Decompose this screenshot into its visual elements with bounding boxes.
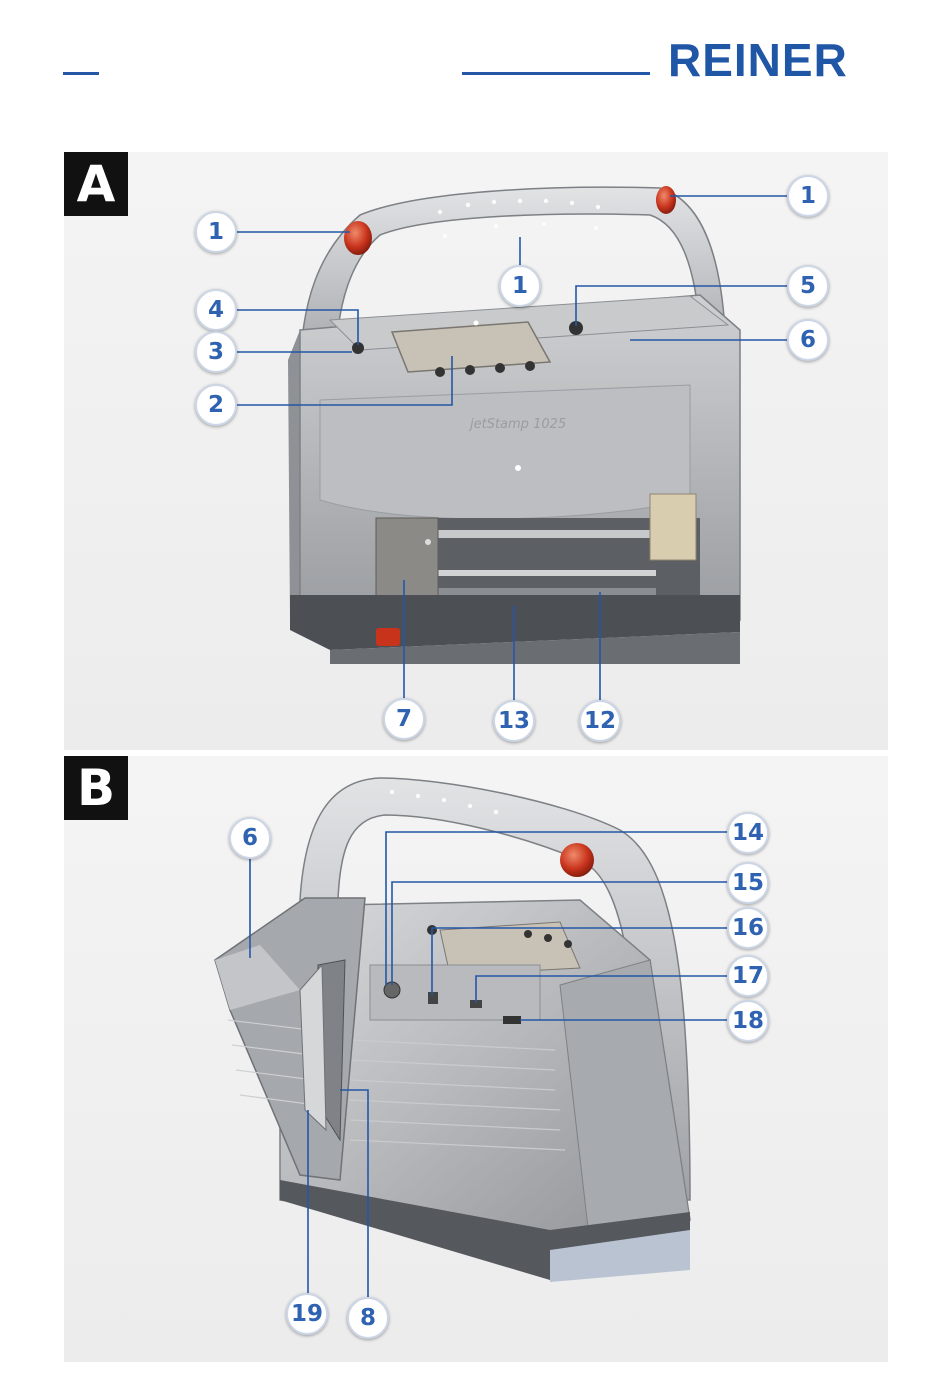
callout-a-6: 6 (787, 319, 829, 361)
callout-b-14: 14 (727, 812, 769, 854)
device-front-view: jetStamp 1025 (288, 186, 740, 664)
callout-b-8: 8 (347, 1297, 389, 1339)
callout-b-19: 19 (286, 1293, 328, 1335)
callout-a-handle-right: 1 (787, 175, 829, 217)
callout-a-2: 2 (195, 384, 237, 426)
callout-a-13: 13 (493, 700, 535, 742)
device-side-view (215, 778, 690, 1282)
callout-a-5: 5 (787, 265, 829, 307)
callout-a-4: 4 (195, 289, 237, 331)
callout-a-7: 7 (383, 698, 425, 740)
callout-b-18: 18 (727, 1000, 769, 1042)
callout-b-17: 17 (727, 955, 769, 997)
callout-b-6: 6 (229, 817, 271, 859)
callout-b-16: 16 (727, 907, 769, 949)
callout-a-3: 3 (195, 331, 237, 373)
callout-a-12: 12 (579, 700, 621, 742)
figure-b-label: B (64, 756, 128, 820)
model-name-embossed: jetStamp 1025 (468, 417, 566, 432)
callout-a-handle-left: 1 (195, 211, 237, 253)
figure-a-label: A (64, 152, 128, 216)
callout-a-handle-top: 1 (499, 265, 541, 307)
callout-b-15: 15 (727, 862, 769, 904)
